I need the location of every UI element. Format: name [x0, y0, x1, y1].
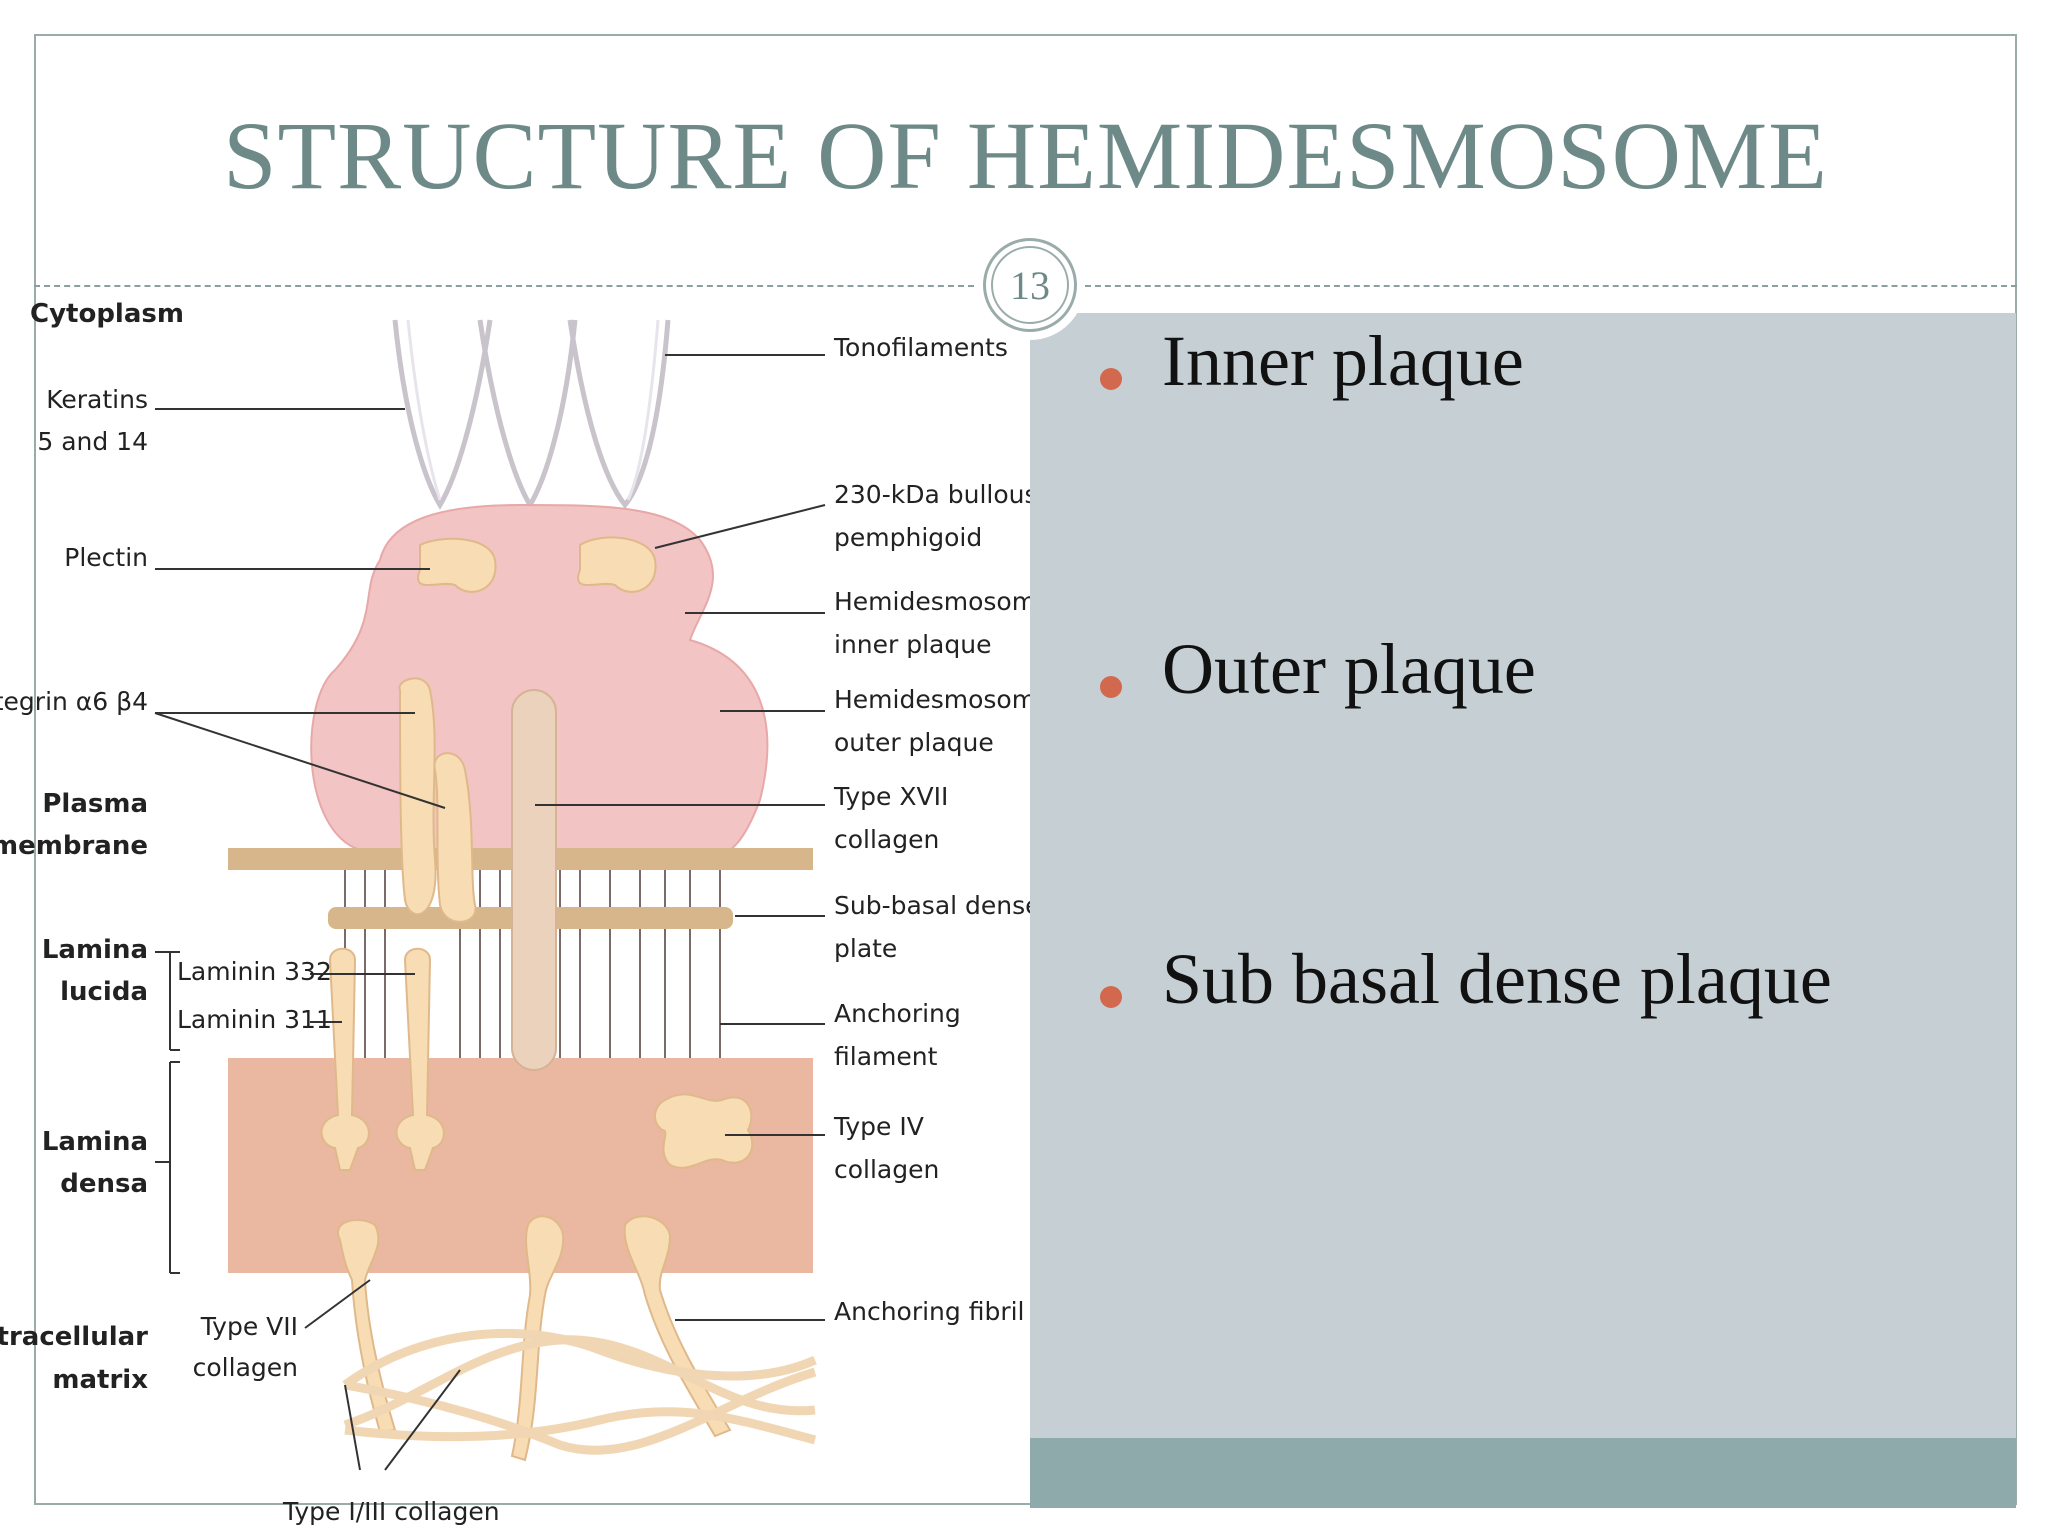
type-iv-collagen-shape — [654, 1093, 754, 1169]
leader-lines — [154, 354, 826, 1471]
plectin-shape — [417, 537, 497, 593]
label-cytoplasm: Cytoplasm — [30, 299, 184, 329]
label-extracellular: Extracellular — [0, 1322, 148, 1352]
label-plasma: Plasma — [42, 789, 148, 819]
label-anchoring: Anchoring — [834, 999, 961, 1028]
label-matrix: matrix — [52, 1365, 148, 1395]
type-i-iii-collagen-shape — [342, 1328, 817, 1455]
laminin-332-shape — [320, 947, 370, 1171]
label-outer-plaque-sub: outer plaque — [834, 728, 994, 757]
title-divider-left — [34, 285, 974, 287]
bullet-dot-icon — [1100, 676, 1122, 698]
slide-number-ring — [983, 238, 1077, 332]
label-plate: plate — [834, 934, 897, 963]
label-type-iv-collagen: collagen — [834, 1155, 939, 1184]
bp230-shape — [577, 536, 657, 593]
label-type-i-iii: Type I/III collagen — [282, 1497, 500, 1526]
integrin-shape — [398, 677, 437, 916]
type-xvii-collagen-shape — [511, 689, 557, 1071]
label-type-vii-collagen: collagen — [193, 1353, 298, 1382]
label-lucida: lucida — [60, 977, 148, 1007]
content-panel — [1030, 313, 2016, 1438]
label-integrin: Integrin α6 β4 — [0, 687, 148, 716]
label-membrane: membrane — [0, 831, 148, 861]
label-bp230: 230-kDa bullous — [834, 480, 1030, 509]
title-divider-right — [1085, 285, 2017, 287]
bullet-dot-icon — [1100, 368, 1122, 390]
slide-number-inner-ring — [991, 246, 1069, 324]
label-keratins: Keratins — [46, 385, 148, 414]
label-keratins-sub: 5 and 14 — [37, 427, 148, 456]
label-lamina-densa: Lamina — [42, 1127, 148, 1157]
laminin-311-shape — [395, 947, 445, 1171]
lamina-densa-shape — [228, 1058, 813, 1273]
slide-title: STRUCTURE OF HEMIDESMOSOME — [223, 102, 1828, 209]
label-filament: filament — [834, 1042, 938, 1071]
label-outer-plaque: Hemidesmosome — [834, 685, 1030, 714]
label-type-vii: Type VII — [200, 1312, 298, 1341]
label-plectin: Plectin — [64, 543, 148, 572]
tonofilaments-shape — [392, 319, 671, 510]
label-pemphigoid: pemphigoid — [834, 523, 982, 552]
label-tonofilaments: Tonofilaments — [833, 333, 1008, 362]
bullet-text: Outer plaque — [1162, 629, 1536, 709]
slide-number: 13 — [1010, 263, 1050, 308]
label-inner-plaque: Hemidesmosome — [834, 587, 1030, 616]
integrin-beta-shape — [433, 752, 477, 923]
label-type-iv: Type IV — [833, 1112, 924, 1141]
label-anchoring-fibril: Anchoring fibril — [834, 1297, 1025, 1326]
bullet-dot-icon — [1100, 986, 1122, 1008]
slide-frame — [34, 34, 2017, 1505]
hemidesmosome-diagram: Cytoplasm Keratins 5 and 14 Plectin Inte… — [0, 299, 1030, 1526]
bullet-text: Sub basal dense plaque — [1162, 939, 1832, 1019]
label-lamina-lucida: Lamina — [42, 935, 148, 965]
label-laminin-311: Laminin 311 — [177, 1005, 332, 1034]
label-densa: densa — [60, 1169, 148, 1199]
bullet-text: Inner plaque — [1162, 321, 1524, 401]
label-type-xvii: Type XVII — [833, 782, 948, 811]
label-laminin-332: Laminin 332 — [177, 957, 332, 986]
label-type-xvii-collagen: collagen — [834, 825, 939, 854]
label-inner-plaque-sub: inner plaque — [834, 630, 991, 659]
panel-footer-band — [1030, 1438, 2016, 1508]
label-sub-basal: Sub-basal dense — [834, 891, 1030, 920]
